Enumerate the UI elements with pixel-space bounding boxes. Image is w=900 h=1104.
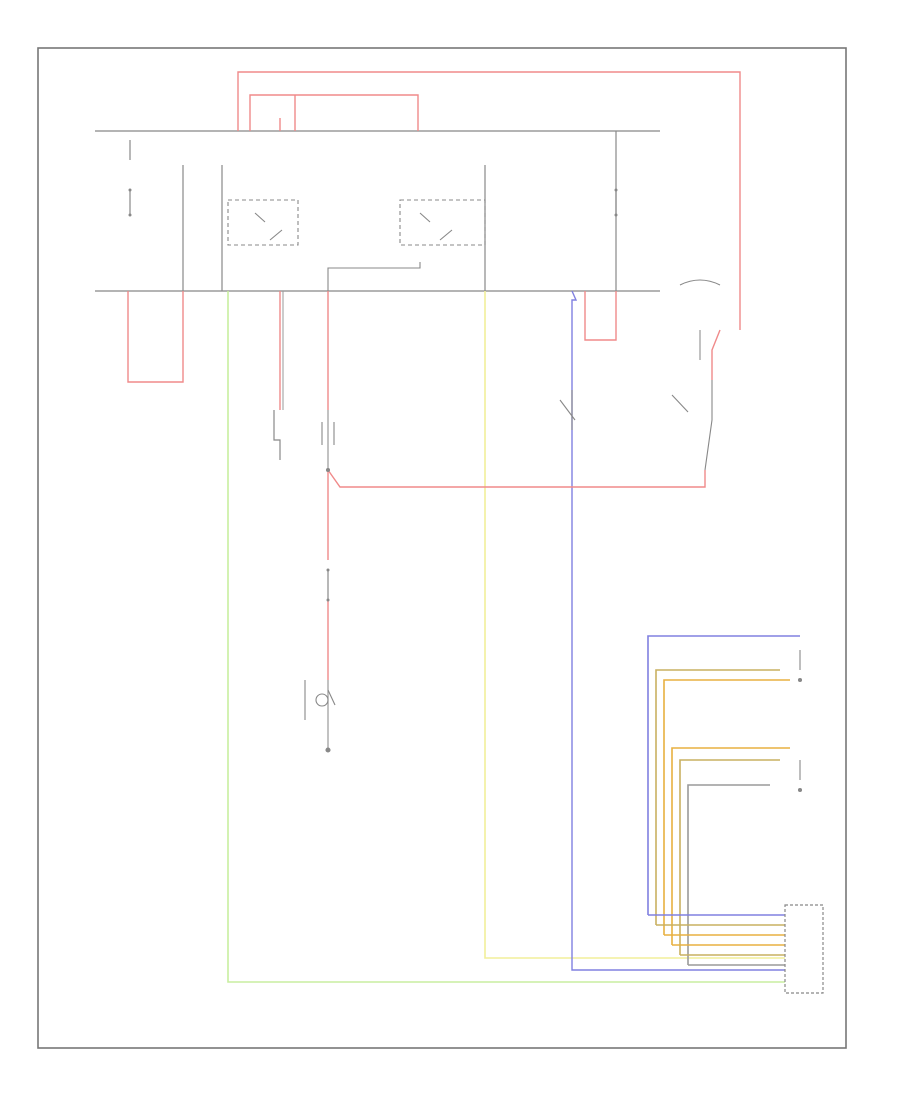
- bus-risers: [129, 131, 617, 291]
- left-harness: [127, 291, 284, 460]
- diagram-frame: [37, 47, 847, 1049]
- relay-left-icon: [227, 199, 299, 246]
- blue-wire: [571, 290, 785, 971]
- right-switch-block: [559, 291, 721, 471]
- central-red-run: [327, 291, 706, 750]
- pressure-switch-icon: [321, 422, 335, 473]
- yellow-wire: [484, 291, 785, 959]
- solenoid-2-icon: [797, 760, 803, 793]
- red-feed-loop: [237, 71, 741, 330]
- fuse-left-icon: [128, 188, 132, 217]
- control-module-icon: [784, 904, 824, 994]
- green-wire: [227, 291, 785, 983]
- relay-middle-icon: [327, 199, 486, 291]
- fuse-lower-icon: [326, 568, 330, 602]
- resistor-block-icon: [304, 680, 336, 753]
- solenoid-1-icon: [797, 650, 803, 683]
- top-bus: [95, 130, 660, 292]
- fuse-right-icon: [614, 188, 618, 217]
- connector-right-icon: [679, 279, 721, 286]
- solenoid-harness: [647, 635, 800, 965]
- module-bundle: [648, 914, 785, 966]
